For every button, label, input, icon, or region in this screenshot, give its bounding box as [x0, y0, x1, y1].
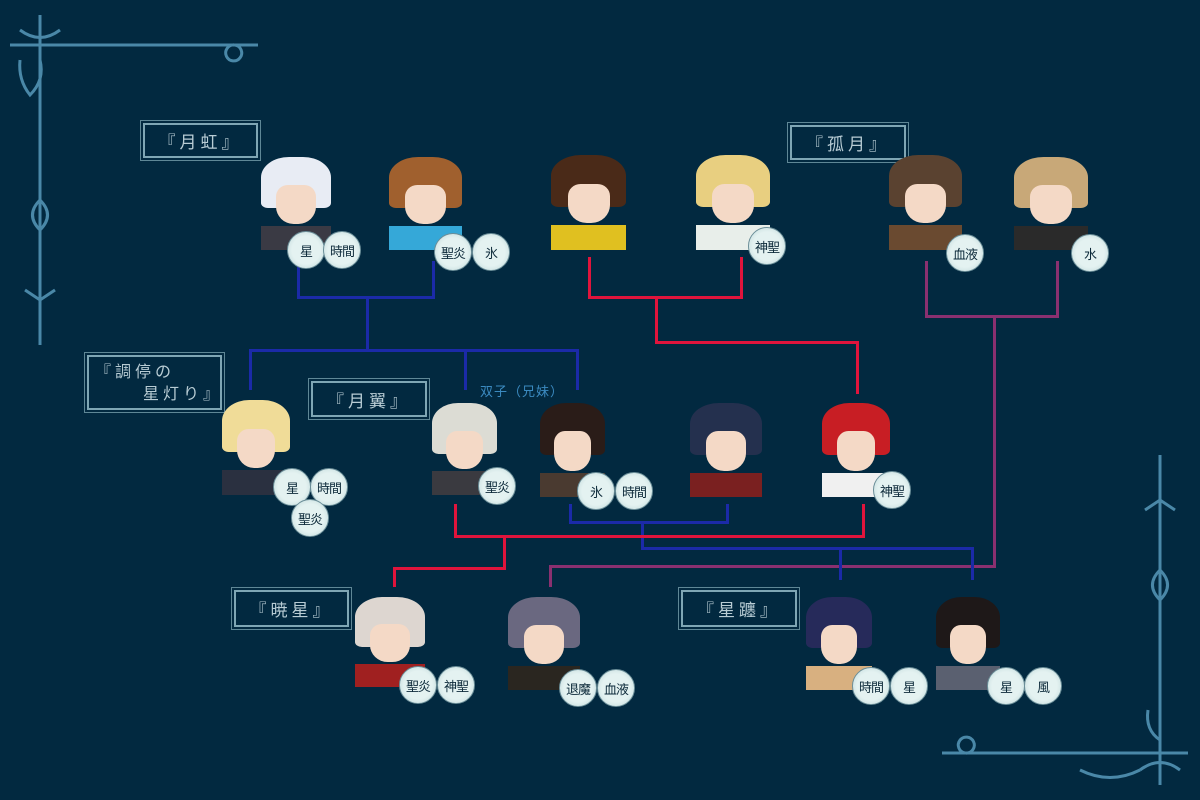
element-medal: 聖炎 [399, 666, 437, 704]
group-label-gyosei: 『暁星』 [231, 587, 352, 630]
element-medal: 時間 [310, 468, 348, 506]
relation-line [861, 503, 865, 538]
relation-line [248, 348, 579, 352]
element-medal: 風 [1024, 667, 1062, 705]
portrait-red-hair-girl [822, 403, 890, 497]
portrait-black-hair-woman [936, 597, 1000, 690]
relation-line [568, 503, 572, 524]
element-medal: 水 [1071, 234, 1109, 272]
relation-line [365, 295, 369, 352]
group-label-tsukiniji: 『月虹』 [140, 120, 261, 161]
group-label-chotei-line2: 星灯り』 [143, 383, 224, 403]
relation-line [654, 295, 658, 344]
relation-line [654, 340, 859, 344]
element-medal: 神聖 [748, 227, 786, 265]
portrait-headband-man [551, 155, 626, 250]
relation-line [296, 260, 300, 299]
relation-line [453, 534, 865, 538]
relation-line [568, 520, 729, 524]
relation-line [392, 566, 396, 587]
relation-line [970, 546, 974, 580]
element-medal: 聖炎 [478, 467, 516, 505]
portrait-blonde-woman [1014, 157, 1088, 250]
relation-line [453, 503, 457, 538]
element-medal: 氷 [472, 233, 510, 271]
relation-line [725, 503, 729, 524]
relation-line [248, 348, 252, 390]
relation-line [855, 340, 859, 394]
element-medal: 時間 [852, 667, 890, 705]
element-medal: 聖炎 [291, 499, 329, 537]
element-medal: 神聖 [873, 471, 911, 509]
relation-line [548, 564, 552, 587]
element-medal: 氷 [577, 472, 615, 510]
portrait-grey-hair-boy [508, 597, 580, 690]
relation-line [392, 566, 506, 570]
element-medal: 神聖 [437, 666, 475, 704]
group-label-chotei-line1: 『調停の [95, 361, 176, 381]
group-label-kogetsu: 『孤月』 [787, 122, 909, 163]
element-medal: 退魔 [559, 669, 597, 707]
element-medal: 血液 [946, 234, 984, 272]
element-medal: 星 [287, 231, 325, 269]
element-medal: 時間 [323, 231, 361, 269]
portrait-navy-hair-boy [690, 403, 762, 497]
element-medal: 血液 [597, 669, 635, 707]
element-medal: 時間 [615, 472, 653, 510]
portrait-dark-brown-man [889, 155, 962, 250]
group-label-chotei: 『調停の 星灯り』 [84, 352, 225, 413]
relation-line [838, 546, 842, 580]
relation-line [575, 348, 579, 390]
element-medal: 聖炎 [434, 233, 472, 271]
group-label-seiten: 『星躔』 [678, 587, 800, 630]
relation-line [1055, 260, 1059, 318]
relation-line [587, 295, 743, 299]
corner-ornament-bottom-right [942, 455, 1188, 785]
relation-line [548, 564, 996, 568]
portrait-black-hair-girl [540, 403, 605, 497]
relation-line [431, 260, 435, 299]
relation-line [739, 256, 743, 299]
twins-note: 双子（兄妹） [480, 385, 565, 400]
element-medal: 星 [987, 667, 1025, 705]
element-medal: 星 [890, 667, 928, 705]
portrait-blonde-man [696, 155, 770, 250]
relation-line [924, 314, 1059, 318]
relation-line [924, 260, 928, 318]
relation-line [640, 546, 974, 550]
relation-line [587, 256, 591, 299]
corner-ornament-top-left [10, 15, 258, 345]
relation-line [502, 534, 506, 570]
portrait-brown-hair-man [389, 157, 462, 250]
relation-line [463, 348, 467, 390]
relation-line [992, 314, 996, 568]
group-label-tsukiyoku: 『月翼』 [308, 378, 430, 420]
